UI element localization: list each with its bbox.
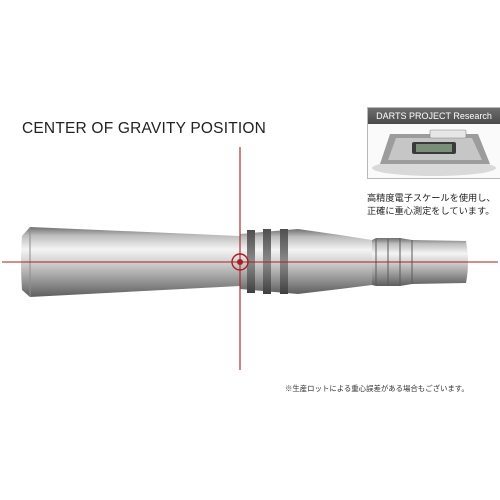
research-inset: DARTS PROJECT Research bbox=[367, 107, 500, 179]
inset-caption-line-1: 高精度電子スケールを使用し、 bbox=[367, 193, 496, 203]
inset-caption-line-2: 正確に重心測定をしています。 bbox=[367, 205, 495, 216]
page-title: CENTER OF GRAVITY POSITION bbox=[22, 120, 267, 137]
inset-header: DARTS PROJECT Research bbox=[368, 108, 500, 124]
crosshair-target-icon bbox=[231, 253, 249, 271]
digital-scale-icon bbox=[372, 129, 496, 176]
footnote: ※生産ロットによる重心誤差がある場合もございます。 bbox=[285, 384, 469, 393]
center-of-gravity-marker bbox=[2, 147, 498, 370]
inset-caption: 高精度電子スケールを使用し、 正確に重心測定をしています。 bbox=[367, 192, 500, 217]
